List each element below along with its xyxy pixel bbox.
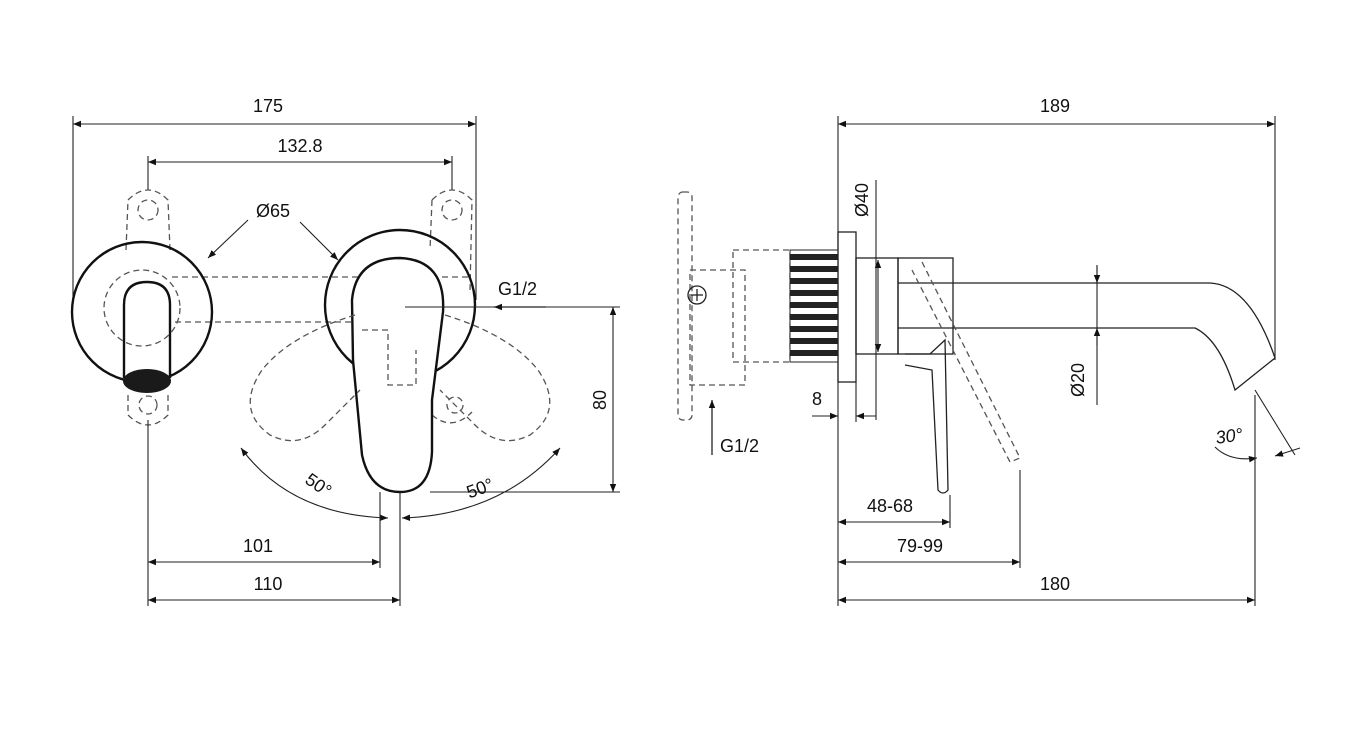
dim-label-lever-depth: 48-68 bbox=[867, 496, 913, 516]
dim-label-overall-projection: 189 bbox=[1040, 96, 1070, 116]
dim-label-lever-height: 80 bbox=[590, 390, 610, 410]
dim-label-lever-swing: 79-99 bbox=[897, 536, 943, 556]
lever-side bbox=[904, 338, 949, 494]
spout bbox=[898, 282, 1276, 392]
dim-label-mount-spacing: 132.8 bbox=[277, 136, 322, 156]
flange bbox=[837, 231, 857, 383]
label-inlet-thread-side: G1/2 bbox=[720, 436, 759, 456]
dim-label-101: 101 bbox=[243, 536, 273, 556]
label-angle-left: 50° bbox=[302, 469, 336, 501]
label-rosette-diameter: Ø65 bbox=[256, 201, 290, 221]
lever-handle bbox=[350, 256, 445, 494]
dim-label-flange-diameter: Ø40 bbox=[852, 183, 872, 217]
outlet-aerator bbox=[123, 369, 171, 393]
dim-label-110: 110 bbox=[254, 574, 283, 594]
rosette-left bbox=[70, 240, 214, 384]
label-inlet-thread-front: G1/2 bbox=[498, 279, 537, 299]
dim-label-overall-width: 175 bbox=[253, 96, 283, 116]
angle-arc-left bbox=[240, 447, 389, 521]
angle-arc-right bbox=[401, 447, 561, 521]
dim-label-flange-thickness: 8 bbox=[812, 389, 822, 409]
thread-section bbox=[789, 249, 839, 363]
dim-label-spout-diameter: Ø20 bbox=[1068, 363, 1088, 397]
front-view: 175 132.8 G1/2 80 bbox=[70, 96, 620, 606]
dim-label-spout-projection: 180 bbox=[1040, 574, 1070, 594]
label-outlet-angle: 30° bbox=[1214, 424, 1244, 448]
side-view: 189 Ø40 bbox=[677, 96, 1301, 606]
fixing-nut bbox=[687, 285, 707, 305]
